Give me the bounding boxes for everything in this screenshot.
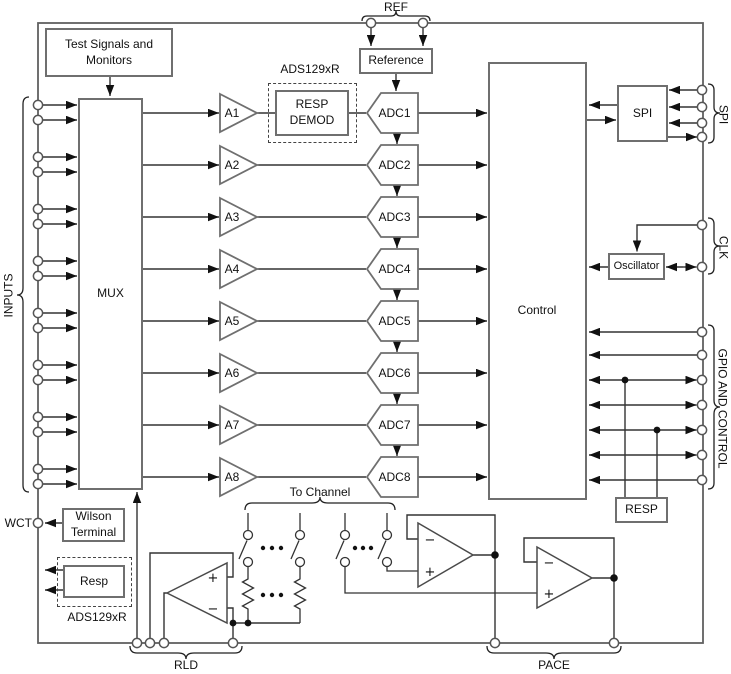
svg-text:+: +	[208, 571, 219, 586]
gpio-wires	[589, 327, 698, 497]
svg-text:+: +	[425, 565, 436, 580]
amp-label-2: A2	[224, 158, 240, 172]
amp-to-adc-wires	[257, 112, 366, 478]
junction-dots	[229, 376, 661, 627]
reference-wires	[366, 28, 428, 91]
mux-box: MUX	[78, 98, 143, 490]
resp-demod-box: RESP DEMOD	[275, 90, 349, 136]
rld-opamp	[165, 561, 228, 625]
svg-text:−: −	[544, 556, 555, 571]
clk-pins-label: CLK	[716, 235, 731, 260]
rld-resistors	[241, 566, 307, 623]
adc-label-7: ADC7	[378, 418, 411, 432]
adc-label-2: ADC2	[378, 158, 411, 172]
resp-dashed-outline	[57, 557, 132, 607]
clk-brace	[707, 217, 721, 275]
resp-bottom-box: Resp	[63, 565, 125, 598]
ellipsis-dots	[260, 545, 374, 598]
svg-text:−: −	[425, 533, 436, 548]
io-pins	[32, 17, 708, 649]
resp-gpio-box: RESP	[615, 497, 668, 523]
amp-label-5: A5	[224, 314, 240, 328]
amp-label-6: A6	[224, 366, 240, 380]
channel-switches	[238, 513, 537, 594]
wct-pin-label: WCT	[4, 516, 32, 530]
rld-pins-label: RLD	[173, 658, 198, 672]
gpio-brace	[707, 324, 721, 490]
wct-resp-wires	[45, 518, 63, 595]
inputs-pins-label: INPUTS	[1, 273, 16, 318]
switch-contacts	[242, 529, 393, 568]
oscillator-wires	[589, 224, 698, 272]
resp-demod-dashed-outline	[268, 83, 357, 143]
rld-brace	[129, 645, 243, 660]
test-signals-box: Test Signals and Monitors	[45, 28, 173, 77]
pin-group-braces	[16, 10, 721, 660]
spi-wires	[587, 85, 698, 142]
to-channel-label: To Channel	[289, 485, 351, 499]
svg-text:−: −	[208, 602, 219, 617]
adc-label-6: ADC6	[378, 366, 411, 380]
spi-box: SPI	[617, 85, 668, 142]
adc-label-3: ADC3	[378, 210, 411, 224]
spi-brace	[707, 83, 721, 144]
inputs-brace	[16, 96, 30, 493]
pace-opamp-1	[417, 521, 475, 589]
ref-brace	[361, 10, 431, 22]
amp-label-1: A1	[224, 106, 240, 120]
reference-box: Reference	[359, 48, 433, 74]
ads129xr-bottom-label: ADS129xR	[67, 610, 127, 624]
adc-label-5: ADC5	[378, 314, 411, 328]
pace-pins-label: PACE	[538, 658, 570, 672]
amp-label-7: A7	[224, 418, 240, 432]
wilson-terminal-box: Wilson Terminal	[62, 508, 125, 542]
oscillator-box: Oscillator	[608, 253, 665, 280]
adc-pentagons	[365, 92, 419, 498]
pace-opamp-2	[536, 545, 594, 610]
control-box	[488, 62, 587, 500]
adc-label-1: ADC1	[378, 106, 411, 120]
gpio-pins-label: GPIO AND CONTROL	[715, 348, 730, 469]
ads129xr-top-label: ADS129xR	[280, 62, 340, 76]
spi-pins-label: SPI	[716, 104, 731, 125]
amp-label-3: A3	[224, 210, 240, 224]
amp-label-4: A4	[224, 262, 240, 276]
svg-text:+: +	[544, 587, 555, 602]
ref-pins-label: REF	[384, 0, 408, 14]
opamp-signs: + − − + − +	[208, 533, 555, 617]
input-wires	[43, 100, 77, 489]
pace-brace	[486, 645, 622, 660]
mux-to-amp-wires	[143, 108, 219, 482]
control-label: Control	[517, 303, 557, 317]
amp-label-8: A8	[224, 470, 240, 484]
adc-to-control-wires	[418, 108, 487, 482]
amplifier-triangles	[219, 92, 259, 498]
adc-label-8: ADC8	[378, 470, 411, 484]
to-channel-brace	[244, 496, 396, 511]
adc-label-4: ADC4	[378, 262, 411, 276]
